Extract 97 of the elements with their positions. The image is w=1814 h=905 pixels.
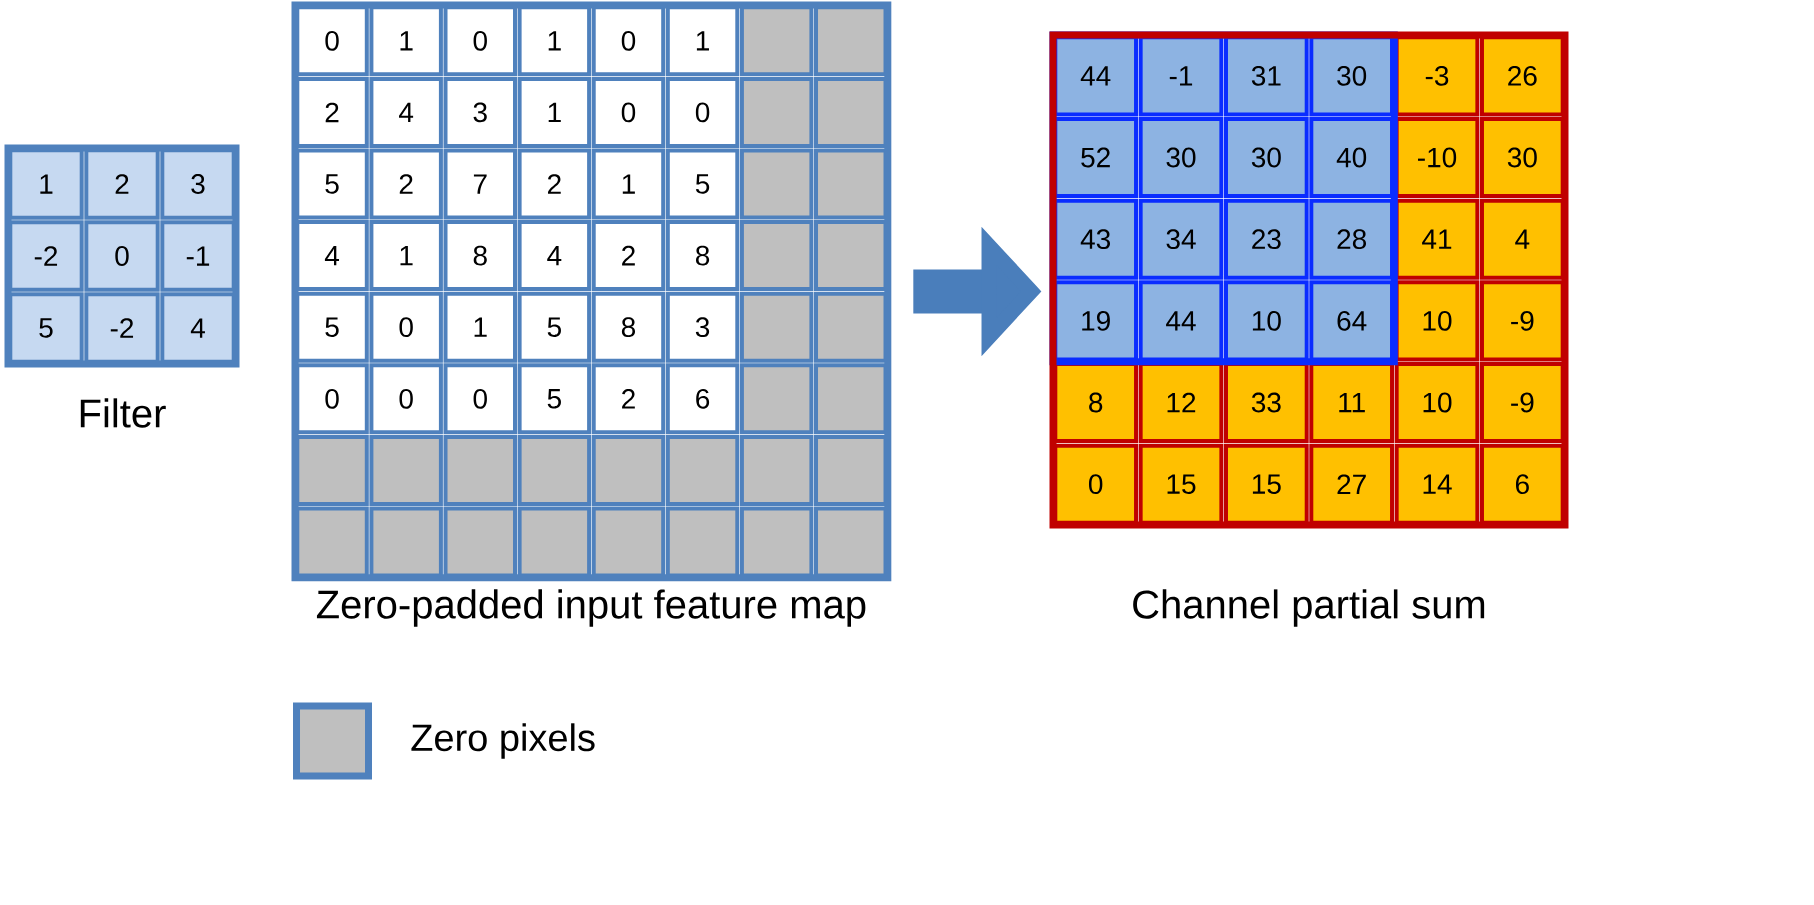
grid-cell: 2 <box>84 148 160 220</box>
grid-cell: 4 <box>1479 198 1565 280</box>
grid-cell: 8 <box>665 220 740 292</box>
grid-cell: 3 <box>443 76 517 148</box>
grid-cell: 44 <box>1138 280 1224 362</box>
grid-cell: 1 <box>8 148 84 220</box>
grid-cell: 1 <box>369 220 443 292</box>
grid-cell <box>517 434 592 506</box>
grid-cell: 6 <box>665 363 740 435</box>
grid-cell <box>739 434 814 506</box>
grid-cell: 33 <box>1224 362 1309 444</box>
grid-cell: -9 <box>1479 280 1565 362</box>
grid-cell: 4 <box>517 220 592 292</box>
grid-cell: 30 <box>1479 116 1565 199</box>
grid-cell: -2 <box>84 292 160 364</box>
grid-cell: 2 <box>295 76 369 148</box>
grid-cell: 30 <box>1138 116 1224 199</box>
grid-cell: -3 <box>1394 35 1480 117</box>
grid-cell: 4 <box>160 292 236 364</box>
grid-cell: 26 <box>1479 35 1565 117</box>
grid-cell: 0 <box>443 363 517 435</box>
grid-cell: 11 <box>1309 362 1395 444</box>
grid-cell: 10 <box>1394 280 1480 362</box>
grid-cell: 5 <box>295 148 369 220</box>
grid-cell <box>739 5 814 77</box>
grid-cell: -1 <box>1138 35 1224 117</box>
grid-cell <box>591 434 666 506</box>
grid-cell: 4 <box>295 220 369 292</box>
grid-cell: 44 <box>1053 35 1139 117</box>
grid-cell: 1 <box>443 291 517 363</box>
grid-cell: 2 <box>517 148 592 220</box>
grid-cell <box>443 434 517 506</box>
grid-cell: 10 <box>1224 280 1309 362</box>
grid-cell: 41 <box>1394 198 1480 280</box>
grid-cell: 27 <box>1309 443 1395 525</box>
grid-cell: 1 <box>591 148 666 220</box>
grid-cell: 2 <box>369 148 443 220</box>
grid-cell: 8 <box>591 291 666 363</box>
grid-caption: Channel partial sum <box>1133 589 1485 627</box>
grid-cell: 10 <box>1394 362 1480 444</box>
grid-cell: -9 <box>1479 362 1565 444</box>
grid-cell: 1 <box>517 76 592 148</box>
grid-cell: 5 <box>517 363 592 435</box>
grid-cell: 8 <box>1053 362 1139 444</box>
grid-cell: 3 <box>665 291 740 363</box>
grid-cell: 0 <box>1053 443 1139 525</box>
grid-cell: 0 <box>443 5 517 77</box>
grid-cell: 0 <box>369 363 443 435</box>
grid-cell <box>369 434 443 506</box>
grid-cell: 28 <box>1309 198 1395 280</box>
grid-cell: 34 <box>1138 198 1224 280</box>
grid-cell: 30 <box>1309 35 1395 117</box>
grid-caption: Zero-padded input feature map <box>316 589 866 627</box>
grid-cell: 0 <box>591 76 666 148</box>
grid-cell: 23 <box>1224 198 1309 280</box>
legend-label: Zero pixels <box>411 723 595 759</box>
grid-cell: 15 <box>1224 443 1309 525</box>
grid-cell: 19 <box>1053 280 1139 362</box>
grid-cell: 5 <box>8 292 84 364</box>
grid-cell: -2 <box>8 220 84 292</box>
grid-cell <box>739 363 814 435</box>
grid-cell: 0 <box>665 76 740 148</box>
grid-cell: 5 <box>295 291 369 363</box>
grid-cell <box>739 220 814 292</box>
grid-cell: 52 <box>1053 116 1139 199</box>
grid-cell: 2 <box>591 220 666 292</box>
grid-cell: -10 <box>1394 116 1480 199</box>
grid-cell: 12 <box>1138 362 1224 444</box>
grid-cell: 6 <box>1479 443 1565 525</box>
grid-cell: 43 <box>1053 198 1139 280</box>
grid-cell: 2 <box>591 363 666 435</box>
grid-cell: 64 <box>1309 280 1395 362</box>
grid-cell: 1 <box>665 5 740 77</box>
grid-cell: 5 <box>665 148 740 220</box>
grid-cell: 31 <box>1224 35 1309 117</box>
grid-cell: -1 <box>160 220 236 292</box>
grid-cell <box>665 434 740 506</box>
grid-cell: 0 <box>295 5 369 77</box>
grid-cell <box>739 148 814 220</box>
grid-cell: 1 <box>369 5 443 77</box>
grid-cell: 5 <box>517 291 592 363</box>
grid-cell: 4 <box>369 76 443 148</box>
grid-cell: 14 <box>1394 443 1480 525</box>
grid-caption: Filter <box>80 398 166 428</box>
grid-cell: 1 <box>517 5 592 77</box>
grid-cell: 7 <box>443 148 517 220</box>
grid-cell: 0 <box>295 363 369 435</box>
grid-cell: 8 <box>443 220 517 292</box>
grid-cell <box>739 76 814 148</box>
grid-cell <box>739 291 814 363</box>
grid-cell: 0 <box>369 291 443 363</box>
grid-cell: 30 <box>1224 116 1309 199</box>
grid-cell: 40 <box>1309 116 1395 199</box>
grid-cell: 3 <box>160 148 236 220</box>
grid-cell: 15 <box>1138 443 1224 525</box>
grid-cell: 0 <box>591 5 666 77</box>
grid-cell: 0 <box>84 220 160 292</box>
